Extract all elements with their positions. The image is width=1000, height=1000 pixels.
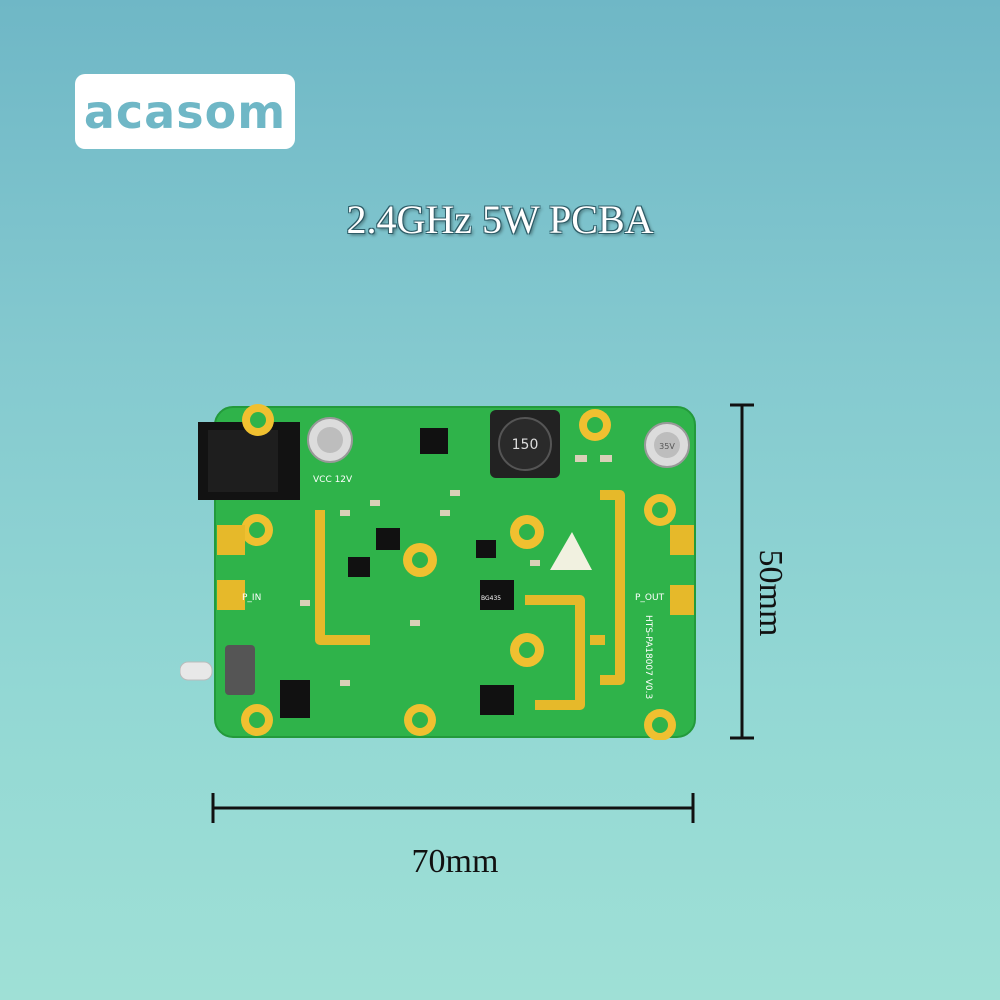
product-title: 2.4GHz 5W PCBA: [346, 197, 654, 242]
board-id-label: HTS-PA18007 V0.3: [643, 615, 653, 699]
inductor-label: 150: [512, 437, 539, 453]
height-dimension-label: 50mm: [752, 549, 789, 637]
chip-label: BG435: [481, 595, 501, 602]
width-dimension-label: 70mm: [411, 843, 499, 880]
vcc-label: VCC 12V: [313, 475, 353, 485]
p-out-label: P_OUT: [635, 593, 665, 603]
logo-text: acasom: [83, 84, 287, 139]
p-in-label: P_IN: [242, 593, 261, 603]
brand-logo: acasom: [75, 74, 295, 149]
cap-label: 35V: [659, 442, 675, 451]
pcb-image: VCC 12V P_IN P_OUT HTS-PA18007 V0.3 BG43…: [180, 404, 696, 740]
